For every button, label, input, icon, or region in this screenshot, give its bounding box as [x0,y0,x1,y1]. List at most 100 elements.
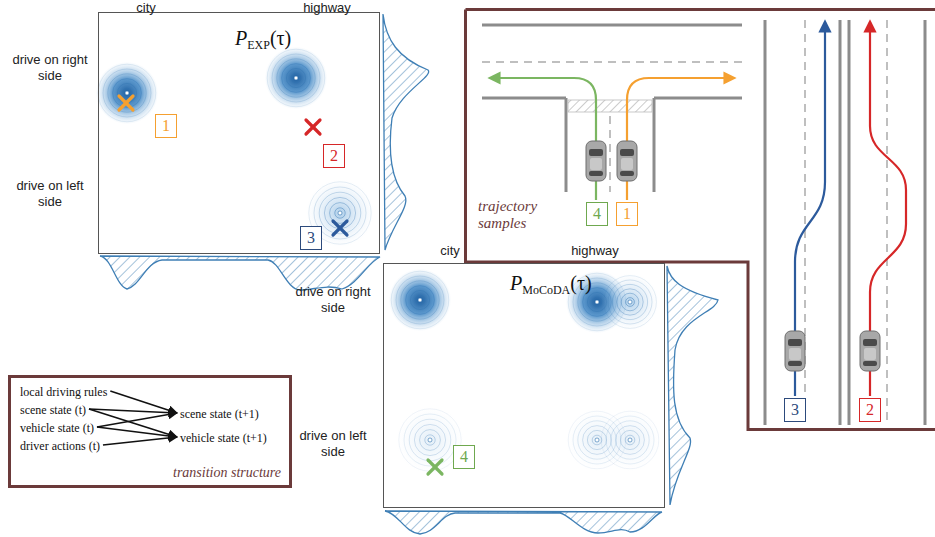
contour-ring [608,280,652,324]
dependency-arrow [103,437,177,445]
panel-outline [464,8,935,431]
dependency-arrow [89,409,177,437]
variable-label: vehicle state (t+1) [180,431,267,445]
title-part: P [235,27,247,49]
axis-label: city [420,243,480,259]
callout-number: 3 [784,398,806,422]
row-label: drive on left side [288,428,378,459]
contour-ring [617,289,643,315]
contour-ring [291,73,301,83]
callout-number: 4 [460,449,468,465]
variable-node: vehicle state (t) [19,418,95,436]
contour-ring [117,83,136,102]
panel-caption: trajectory samples [478,198,560,233]
highway-road [765,20,925,425]
density-plot: 4 PMoCoDA(τ) [383,263,665,508]
mode-dot [294,76,298,80]
contour-ring [108,74,146,112]
callout-number: 4 [453,445,475,469]
contour-ring [414,424,445,455]
contour-ring [621,293,639,311]
density-blob [601,273,658,330]
contour-ring [122,88,132,98]
contour-ring [282,64,311,93]
contour-ring [601,411,659,469]
row-label: drive on left side [6,178,94,209]
variable-node: driver actions (t) [19,436,101,454]
variable-node: scene state (t+1) [179,404,260,422]
row-label: drive on right side [288,284,378,315]
plot-title: PEXP(τ) [235,27,291,53]
marginal-density [100,14,718,534]
contour-ring [401,281,439,319]
mode-dot [125,91,129,95]
axis-label: highway [292,0,362,16]
variable-label: vehicle state (t) [20,421,94,435]
contour-ring [606,416,654,464]
title-part: (τ) [270,27,291,49]
mode-dot [428,438,432,442]
callout-number: 1 [162,118,170,134]
plot-title: PMoCoDA(τ) [510,272,592,298]
contour-ring [103,69,151,117]
title-subscript: EXP [247,38,270,52]
variable-node: scene state (t) [19,400,87,418]
contour-ring [267,49,325,107]
axis-label: highway [560,243,630,259]
callout-number: 1 [616,202,638,226]
mode-dot [628,438,632,442]
callout-number: 4 [593,206,601,222]
contour-ring [425,435,435,445]
mode-dot [338,211,342,215]
contour-ring [420,430,441,451]
mode-dot [595,300,599,304]
variable-label: scene state (t+1) [180,407,259,421]
callout-number: 2 [859,398,881,422]
dependency-arrow [97,427,177,437]
contour-ring [272,54,320,102]
callout-number: 3 [307,230,315,246]
density-blob [599,409,661,471]
axis-label: city [116,0,176,16]
contour-ring [626,298,635,307]
sample-cross [119,96,442,474]
variable-node: vehicle state (t+1) [179,428,268,446]
dependency-arrow [97,413,177,427]
mode-dot [595,438,599,442]
title-part: (τ) [570,272,591,294]
contour-ring [415,295,425,305]
contour-ring [404,414,456,466]
density-contours [96,47,661,474]
callout-number: 3 [791,402,799,418]
density-blob [265,47,327,109]
callout-number: 1 [623,206,631,222]
samples-panel: 4 1 3 2 trajectory samples [464,8,935,431]
mode-dot [418,298,422,302]
contour-ring [277,59,315,97]
variable-label: driver actions (t) [20,439,100,453]
contour-ring [324,197,355,228]
callout-number: 2 [330,148,338,164]
contour-ring [612,284,647,319]
contour-ring [616,426,645,455]
panel-border [466,10,935,430]
contour-ring [335,208,345,218]
road-intersection [482,25,742,200]
contour-ring [620,430,639,449]
contour-ring [410,290,429,309]
contour-ring [391,271,449,329]
density-plot: 1 2 3 PEXP(τ) [98,12,380,254]
title-part: P [510,272,522,294]
density-blob [96,62,158,124]
structure-panel: local driving rulesscene state (t)vehicl… [8,375,292,488]
contour-ring [409,419,451,461]
contour-ring [396,276,444,324]
mode-dot [628,300,632,304]
contour-ring [406,286,435,315]
contour-ring [286,68,305,87]
callout-number: 1 [155,114,177,138]
callout-number: 4 [586,202,608,226]
contour-ring [604,276,657,329]
contour-ring [592,297,602,307]
callout-number: 2 [323,144,345,168]
